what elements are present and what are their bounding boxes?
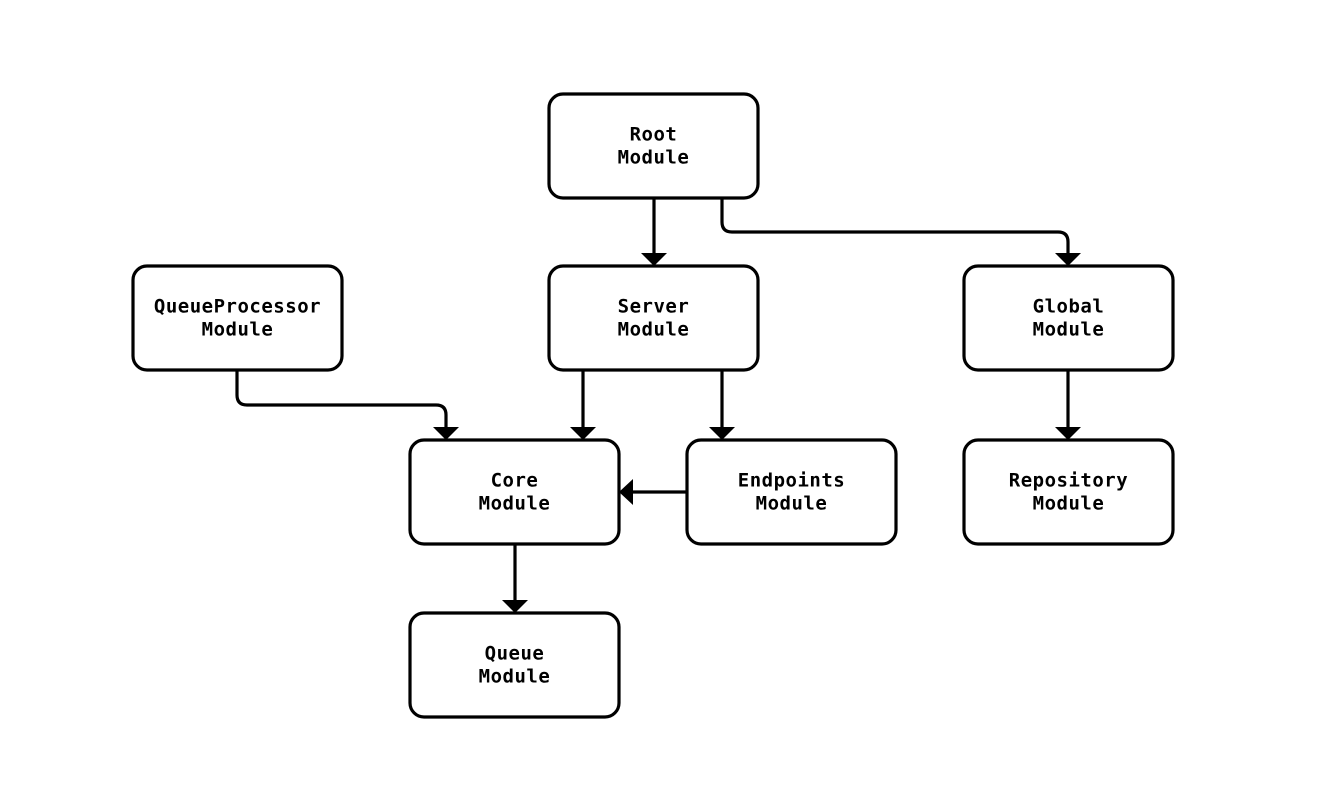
queueprocessor-module-node-label-line2: Module: [202, 319, 274, 341]
endpoints-module-node-label-line1: Endpoints: [738, 470, 845, 492]
edge-queueprocessor-to-core-arrowhead: [433, 427, 459, 440]
queue-module-node-label-line1: Queue: [485, 643, 545, 665]
edge-global-to-repository-arrowhead: [1055, 427, 1081, 440]
edges-layer: [235, 198, 1081, 613]
core-module-node-label-line1: Core: [491, 470, 539, 492]
root-module-node-box[interactable]: [547, 92, 760, 200]
edge-root-to-server-arrowhead: [641, 253, 667, 266]
core-module-node-box[interactable]: [408, 438, 621, 546]
global-module-node-label-line1: Global: [1033, 296, 1105, 318]
repository-module-node-label-line2: Module: [1033, 493, 1105, 515]
edge-endpoints-to-core-arrowhead: [619, 479, 633, 505]
queueprocessor-module-node-label-line1: QueueProcessor: [154, 296, 321, 318]
queueprocessor-module-node-box[interactable]: [131, 264, 344, 372]
queue-module-node-box[interactable]: [408, 611, 621, 719]
edge-server-to-core-arrowhead: [570, 427, 596, 440]
edge-global-to-repository: [1055, 370, 1081, 440]
edge-server-to-core: [570, 370, 596, 440]
endpoints-module-node-label-line2: Module: [756, 493, 828, 515]
repository-module-node-box[interactable]: [962, 438, 1175, 546]
server-module-node-label-line2: Module: [618, 319, 690, 341]
edge-server-to-endpoints: [709, 370, 735, 440]
edge-core-to-queue-arrowhead: [502, 600, 528, 613]
edge-server-to-endpoints-arrowhead: [709, 427, 735, 440]
server-module-node-label-line1: Server: [618, 296, 690, 318]
endpoints-module-node-box[interactable]: [685, 438, 898, 546]
queue-module-node-label-line2: Module: [479, 666, 551, 688]
edge-root-to-server: [641, 198, 667, 266]
server-module-node-box[interactable]: [547, 264, 760, 372]
edge-queueprocessor-to-core: [235, 370, 459, 440]
repository-module-node-label-line1: Repository: [1009, 470, 1128, 492]
root-module-node-label-line1: Root: [630, 124, 678, 146]
edge-core-to-queue: [502, 544, 528, 613]
core-module-node-label-line2: Module: [479, 493, 551, 515]
global-module-node-label-line2: Module: [1033, 319, 1105, 341]
edge-endpoints-to-core: [619, 479, 687, 505]
edge-root-to-global-arrowhead: [1055, 253, 1081, 266]
root-module-node-label-line2: Module: [618, 147, 690, 169]
edge-queueprocessor-to-core-line: [235, 370, 448, 428]
global-module-node-box[interactable]: [962, 264, 1175, 372]
edge-root-to-global: [720, 198, 1081, 266]
nodes-layer: RootModuleQueueProcessorModuleServerModu…: [131, 92, 1175, 719]
edge-root-to-global-line: [720, 198, 1070, 254]
